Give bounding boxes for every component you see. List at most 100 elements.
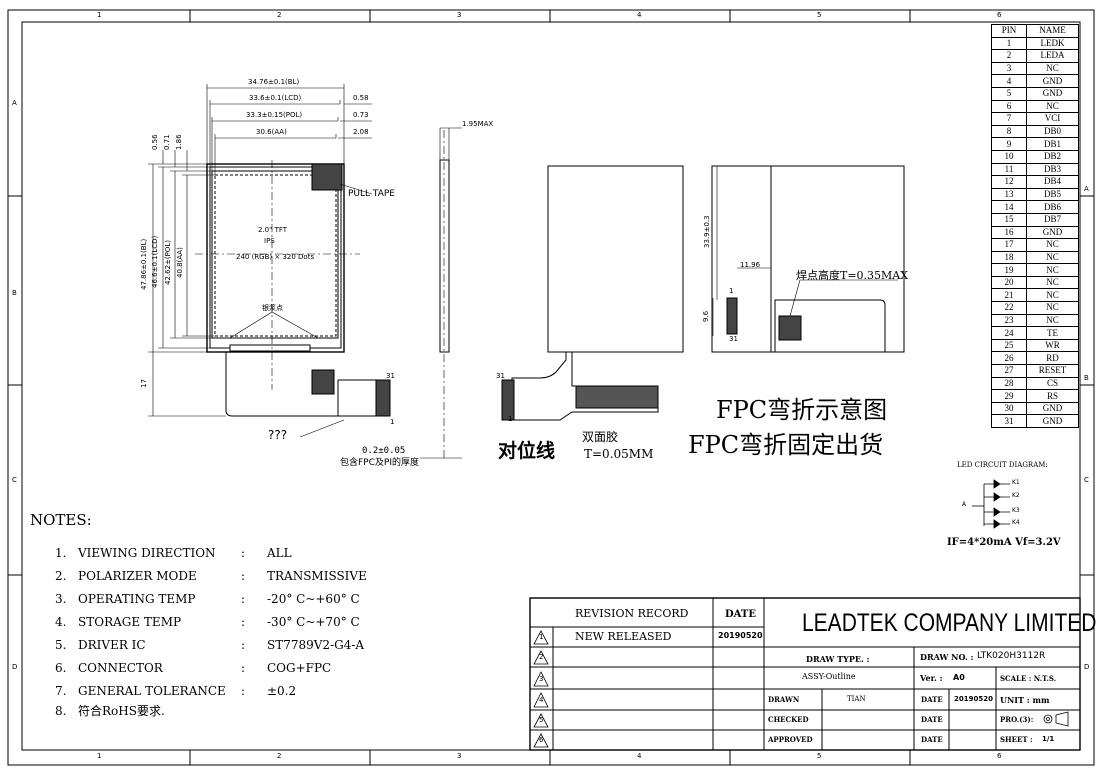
pin-name: NC [1026, 288, 1079, 303]
pin-number: 8 [991, 124, 1027, 139]
dim-bl-width: 34.76±0.1(BL) [248, 78, 300, 86]
pin-name: DB6 [1026, 200, 1079, 214]
sheet-label: SHEET : [1000, 735, 1033, 744]
pin-name: DB0 [1026, 124, 1079, 139]
revision-text: NEW RELEASED [575, 630, 672, 643]
title-block [529, 597, 1081, 751]
note-key: DRIVER IC [78, 638, 146, 652]
pin-number: 12 [991, 175, 1027, 189]
revision-symbol: 1 [539, 633, 544, 641]
fpc-pin-1: 1 [390, 418, 395, 426]
revision-triangles [533, 630, 549, 748]
date-value: 20190520 [954, 695, 993, 703]
led-anode-label: A [962, 501, 967, 508]
col-marker: 2 [277, 11, 282, 19]
note-key: VIEWING DIRECTION [78, 546, 216, 560]
dim-96: 9.6 [702, 310, 710, 322]
pin-number: 28 [991, 376, 1027, 391]
revision-symbol: 4 [539, 696, 544, 704]
note-value: -20° C~+60° C [267, 592, 360, 606]
pin-number: 23 [991, 313, 1027, 328]
pin-number: 26 [991, 351, 1027, 366]
double-tape-thickness: T=0.05MM [584, 447, 654, 461]
revision-symbol: 5 [539, 716, 544, 724]
note-separator: : [241, 569, 246, 583]
front-dimensions [148, 84, 372, 417]
pin-number: 18 [991, 250, 1027, 265]
draw-no-value: LTK020H3112R [977, 651, 1046, 661]
pin-number: 5 [991, 86, 1027, 101]
pin-name: GND [1026, 74, 1079, 88]
draw-type-label: DRAW TYPE. : [806, 654, 870, 664]
pin-number: 13 [991, 187, 1027, 202]
fpc-bend-view [501, 165, 684, 421]
bend-pin-31: 31 [496, 372, 505, 380]
pin-name: NC [1026, 250, 1079, 265]
col-marker: 6 [997, 11, 1002, 19]
pin-name: LEDK [1026, 36, 1079, 51]
front-view [195, 160, 391, 438]
approved-label: APPROVED [768, 735, 813, 744]
pin-number: 11 [991, 162, 1027, 177]
draw-no-label: DRAW NO. : [920, 652, 974, 662]
dim-aa-width: 30.6(AA) [256, 128, 287, 136]
note-value: TRANSMISSIVE [267, 569, 367, 583]
side-view [420, 127, 462, 460]
sheet-value: 1/1 [1042, 735, 1055, 743]
note-number: 8. [55, 704, 67, 718]
row-marker: A [12, 99, 17, 107]
revision-symbol: 6 [539, 736, 544, 744]
notes-title: NOTES: [30, 511, 92, 529]
note-key: 符合RoHS要求. [78, 704, 165, 718]
fpc-back-view [711, 165, 905, 353]
pin-number: 24 [991, 326, 1027, 340]
scale-label: SCALE : N.T.S. [1000, 674, 1057, 683]
table-header-cell: NAME [1026, 24, 1079, 38]
date-label: DATE [921, 735, 943, 744]
fpc-pin-31: 31 [386, 372, 395, 380]
pin-name: GND [1026, 86, 1079, 101]
note-key: STORAGE TEMP [78, 615, 182, 629]
pin-name: NC [1026, 313, 1079, 328]
dim-top: 1.86 [175, 134, 183, 150]
panel-type-label: IPS [264, 237, 275, 245]
back-pin-31: 31 [729, 335, 738, 343]
pin-name: NC [1026, 99, 1079, 114]
pin-name: TE [1026, 326, 1079, 340]
back-pin-1: 1 [729, 287, 734, 295]
note-key: POLARIZER MODE [78, 569, 197, 583]
pin-number: 1 [991, 36, 1027, 51]
col-marker: 5 [817, 11, 822, 19]
dim-pol-width: 33.3±0.15(POL) [246, 111, 303, 119]
pin-number: 9 [991, 137, 1027, 151]
row-marker: B [1084, 374, 1089, 382]
pin-number: 4 [991, 74, 1027, 88]
dim-lcd-height: 46.6±0.1(LCD) [151, 235, 159, 288]
note-number: 5. [55, 638, 67, 652]
note-number: 6. [55, 661, 67, 675]
led-cathode-label: K1 [1012, 479, 1020, 486]
note-key: CONNECTOR [78, 661, 163, 675]
pin-name: DB2 [1026, 149, 1079, 164]
led-spec: IF=4*20mA Vf=3.2V [947, 537, 1061, 548]
note-number: 1. [55, 546, 67, 560]
row-marker: B [12, 289, 17, 297]
pin-name: GND [1026, 225, 1079, 240]
note-separator: : [241, 546, 246, 560]
